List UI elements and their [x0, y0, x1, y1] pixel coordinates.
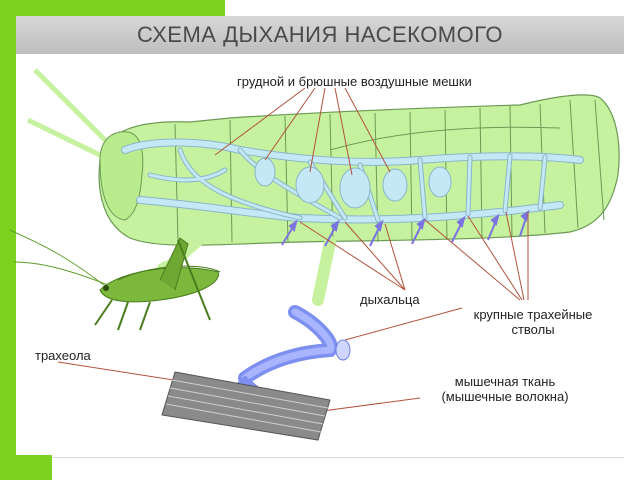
grasshopper-legs	[94, 299, 151, 331]
trunk-pointers	[424, 211, 529, 301]
bottom-divider	[52, 457, 624, 458]
grasshopper-illustration	[9, 229, 221, 331]
green-frame-top	[0, 0, 225, 16]
spiracle-arrows	[281, 209, 530, 247]
title-bar: СХЕМА ДЫХАНИЯ НАСЕКОМОГО	[16, 16, 624, 54]
trachea-trunks-label: крупные трахейные стволы	[458, 307, 608, 337]
slide-title: СХЕМА ДЫХАНИЯ НАСЕКОМОГО	[136, 22, 504, 47]
tracheal-system	[121, 138, 584, 224]
air-sac	[295, 166, 325, 204]
trachea-trunks-label-line2: стволы	[511, 322, 555, 337]
muscle-block	[161, 371, 331, 441]
grasshopper-hind-leg	[159, 237, 189, 291]
trachea-cut	[335, 339, 351, 361]
muscle-tissue-label: мышечная ткань (мышечные волокна)	[420, 374, 590, 404]
air-sac-pointers	[214, 87, 391, 176]
muscle-pointer	[314, 397, 421, 413]
insect-head	[99, 131, 144, 221]
grasshopper-eye	[103, 285, 109, 291]
green-frame-left	[0, 0, 16, 480]
antenna	[33, 68, 117, 152]
spiracle-pointers	[299, 221, 406, 291]
trunk-pointer-2	[344, 307, 463, 341]
muscle-tissue-label-line1: мышечная ткань	[454, 374, 556, 389]
air-sacs-label: грудной и брюшные воздушные мешки	[237, 74, 472, 89]
muscle-tissue-label-line2: (мышечные волокна)	[441, 389, 569, 404]
spiracles-label: дыхальца	[360, 292, 420, 307]
air-sac	[339, 167, 371, 209]
wing-edge	[329, 126, 561, 151]
leg	[312, 236, 336, 306]
grasshopper-antenna	[9, 229, 111, 291]
green-frame-corner	[0, 455, 52, 480]
muscle-tissue-illustration	[161, 371, 331, 441]
air-sac	[382, 168, 408, 202]
muscle-fibers	[165, 379, 329, 433]
pointer-lines	[57, 87, 529, 413]
antenna	[26, 117, 112, 163]
tracheole-label: трахеола	[35, 348, 91, 363]
air-sac	[428, 166, 452, 198]
air-sac	[254, 157, 276, 187]
trachea-trunks-label-line1: крупные трахейные	[473, 307, 593, 322]
